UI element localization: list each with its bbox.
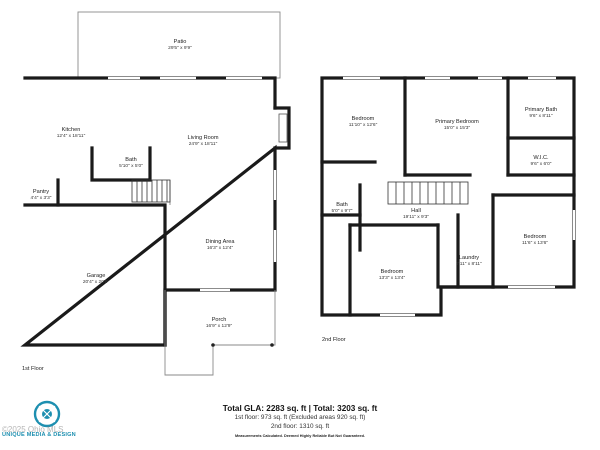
total-area-summary: Total GLA: 2283 sq. ft | Total: 3203 sq.… bbox=[222, 404, 378, 413]
patio-outline bbox=[77, 11, 281, 79]
bedroom-e-name: Bedroom bbox=[524, 234, 547, 240]
second-bath-name: Bath bbox=[336, 202, 348, 208]
hall-name: Hall bbox=[411, 208, 421, 214]
kitchen-dims: 12'4" x 18'11" bbox=[57, 133, 86, 139]
mls-watermark: ©2025 Ohio MLS bbox=[2, 425, 64, 434]
bedroom-s-dims: 13'3" x 13'4" bbox=[379, 275, 406, 281]
primary-bath-name: Primary Bath bbox=[525, 107, 557, 113]
kitchen-name: Kitchen bbox=[62, 127, 81, 133]
first-floor-plan: Patio 29'5" x 9'9" Kitchen 12'4" x 18'11… bbox=[20, 11, 291, 376]
bedroom-e-dims: 11'6" x 13'6" bbox=[522, 240, 548, 246]
garage-name: Garage bbox=[87, 273, 106, 279]
pantry-dims: 4'4" x 3'3" bbox=[31, 195, 52, 201]
company-name: UNIQUE MEDIA & DESIGN bbox=[2, 432, 76, 438]
dining-area-dims: 16'3" x 12'4" bbox=[207, 245, 234, 251]
primary-bath-dims: 9'6" x 8'11" bbox=[529, 113, 553, 119]
bath-dims: 5'10" x 5'0" bbox=[119, 163, 143, 169]
fireplace-wall bbox=[273, 106, 291, 150]
pantry-name: Pantry bbox=[33, 189, 49, 195]
wic-name: W.I.C. bbox=[533, 155, 549, 161]
laundry-name: Laundry bbox=[459, 255, 479, 261]
fireplace bbox=[278, 113, 288, 143]
primary-bedroom-name: Primary Bedroom bbox=[435, 119, 479, 125]
second-floor-plan: Bedroom 11'10" x 12'6" Primary Bedroom 1… bbox=[320, 76, 576, 343]
second-bath-dims: 5'0" x 9'7" bbox=[332, 208, 353, 214]
wic-dims: 9'6" x 6'0" bbox=[531, 161, 552, 167]
first-floor-label: 1st Floor bbox=[22, 366, 44, 372]
garage-dims: 20'4" x 20'8" bbox=[83, 279, 110, 285]
bedroom-nw-dims: 11'10" x 12'6" bbox=[349, 122, 378, 128]
primary-bedroom-dims: 15'0" x 15'3" bbox=[444, 125, 471, 131]
first-floor-exterior-wall bbox=[20, 76, 277, 347]
first-bath-wall bbox=[90, 146, 152, 182]
camera-lens-icon bbox=[33, 400, 61, 428]
porch-outline bbox=[164, 290, 276, 376]
company-logo bbox=[33, 400, 61, 428]
second-floor-stairs bbox=[387, 181, 469, 205]
bedroom-s-name: Bedroom bbox=[381, 269, 404, 275]
living-room-name: Living Room bbox=[187, 135, 218, 141]
porch-dims: 16'9" x 12'9" bbox=[206, 323, 233, 329]
second-floor-windows bbox=[343, 76, 576, 317]
first-floor-windows bbox=[23, 76, 277, 292]
patio-dims: 29'5" x 9'9" bbox=[168, 45, 192, 51]
second-floor-label: 2nd Floor bbox=[322, 337, 346, 343]
dining-area-name: Dining Area bbox=[206, 239, 236, 245]
measurement-disclaimer: Measurements Calculated. Deemed Highly R… bbox=[235, 434, 365, 438]
patio-name: Patio bbox=[174, 39, 187, 45]
second-floor-interior-walls bbox=[320, 76, 576, 317]
hall-dims: 19'11" x 9'3" bbox=[403, 214, 429, 220]
living-room-dims: 24'9" x 18'11" bbox=[189, 141, 218, 147]
first-floor-area: 1st floor: 973 sq. ft (Excluded areas 92… bbox=[234, 414, 366, 421]
porch-post bbox=[270, 343, 274, 347]
first-floor-stairs bbox=[131, 179, 171, 203]
porch-name: Porch bbox=[212, 317, 227, 323]
bedroom-nw-name: Bedroom bbox=[352, 116, 375, 122]
second-floor-area: 2nd floor: 1310 sq. ft bbox=[270, 423, 330, 430]
porch-post bbox=[211, 343, 215, 347]
bath-name: Bath bbox=[125, 157, 137, 163]
laundry-dims: 7'11" x 8'11" bbox=[456, 261, 482, 267]
